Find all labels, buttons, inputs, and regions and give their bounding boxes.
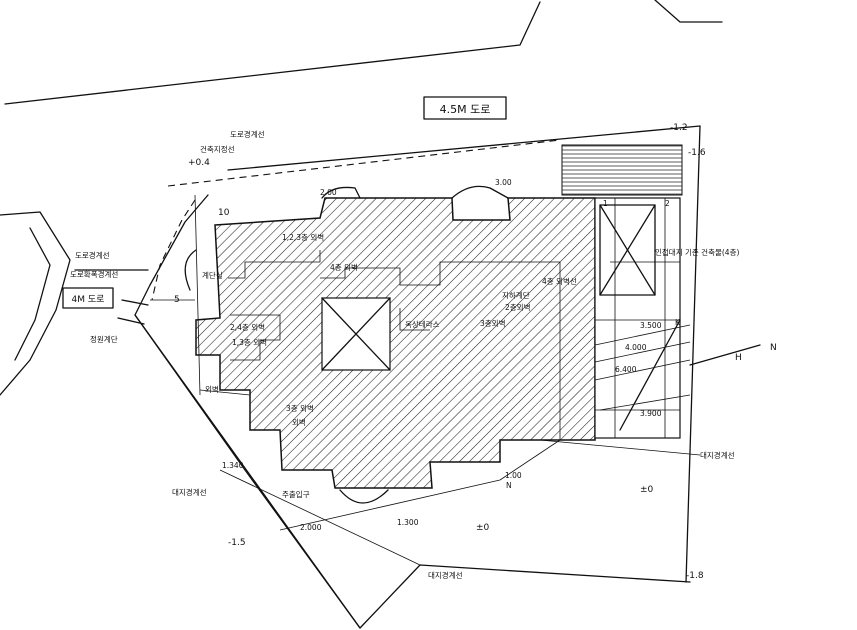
dim-d5: 1.340	[222, 461, 244, 470]
corner-a: 1	[603, 199, 608, 208]
fourth-floor-label: 4층 외벽	[330, 262, 358, 272]
corner-h: H	[735, 353, 742, 363]
roof-terrace-label: 옥상테라스	[405, 319, 440, 329]
corner-c: K	[675, 318, 681, 327]
garden-stairs-label: 정원계단	[90, 334, 118, 344]
north-label: N	[770, 343, 777, 353]
corner-b: 2	[665, 199, 670, 208]
internal-walls	[228, 250, 561, 440]
height-mid-label: 지하계단	[502, 290, 530, 300]
dim-d7: 1.300	[397, 518, 419, 527]
dim-d3: 6.400	[615, 365, 637, 374]
right-dimension-lines	[539, 261, 761, 456]
road-boundary-left: 도로경계선	[75, 250, 110, 260]
side-boundary-left: 대지경계선	[172, 487, 207, 497]
level-zero-right: ±0	[640, 485, 654, 495]
level-top-left: +0.4	[188, 158, 210, 168]
dim-d6: 2.000	[300, 523, 322, 532]
stairs-label: 계단실	[202, 270, 223, 280]
top-road-label-box: 4.5M 도로	[423, 96, 507, 120]
floor-24-label: 2,4층 외벽	[230, 322, 265, 332]
level-bottom-left: -1.5	[228, 538, 246, 548]
wall-mark-3: 외벽	[292, 417, 306, 427]
floor-marks-label: 1,2,3층 외벽	[282, 232, 324, 242]
top-road-label: 4.5M 도로	[440, 103, 491, 116]
side-boundary-right: 대지경계선	[700, 450, 735, 460]
left-road-label: 4M 도로	[72, 295, 105, 305]
dim-d4: 3.900	[640, 409, 662, 418]
entry-label: 주출입구	[282, 489, 310, 499]
corner-d: N	[506, 481, 512, 490]
left-road	[0, 211, 149, 396]
floor-1-3-label: 1,3층 외벽	[232, 337, 267, 347]
wall-mark-4: 4층 외벽선	[542, 276, 577, 286]
building-footprint	[195, 197, 596, 489]
dim-d9: 2.00	[320, 188, 337, 197]
road-widening-label: 도로확폭경계선	[70, 269, 118, 279]
dim-d8: 3.00	[495, 178, 512, 187]
level-top-right-2: -1.6	[688, 148, 706, 158]
left-road-label-box: 4M 도로	[62, 287, 114, 309]
dim-ext: 외벽	[205, 384, 219, 394]
road-boundary-label: 도로경계선	[230, 129, 265, 139]
top-road	[4, 0, 723, 187]
roof-terrace	[321, 297, 391, 371]
dim-d10: 5	[174, 295, 180, 305]
dim-d2: 4.000	[625, 343, 647, 352]
bottom-lines	[150, 194, 561, 566]
adjacent-building-hatch	[561, 144, 683, 196]
wall-mark-1: 2층외벽	[505, 302, 530, 312]
floor-3-label: 3층 외벽	[286, 403, 314, 413]
level-top-right-1: -1.2	[670, 123, 688, 133]
level-bottom-right: -1.8	[686, 571, 704, 581]
building-limit-label: 건축지정선	[200, 144, 235, 154]
existing-building-label: 인접대지 기존 건축물(4층)	[655, 247, 739, 257]
lot-boundary	[134, 125, 701, 629]
wall-mark-2: 3층외벽	[480, 318, 505, 328]
side-boundary-bottom: 대지경계선	[428, 570, 463, 580]
level-zero-center: ±0	[476, 523, 490, 533]
adjacent-building-frame	[594, 197, 681, 439]
dim-d12: 1.00	[505, 471, 522, 480]
annotation-labels: +0.4 -1.2 -1.6 -1.5 -1.8 ±0 ±0 10 도로경계선 …	[70, 123, 777, 581]
dim-d1: 3.500	[640, 321, 662, 330]
level-plus-10: 10	[218, 208, 230, 218]
